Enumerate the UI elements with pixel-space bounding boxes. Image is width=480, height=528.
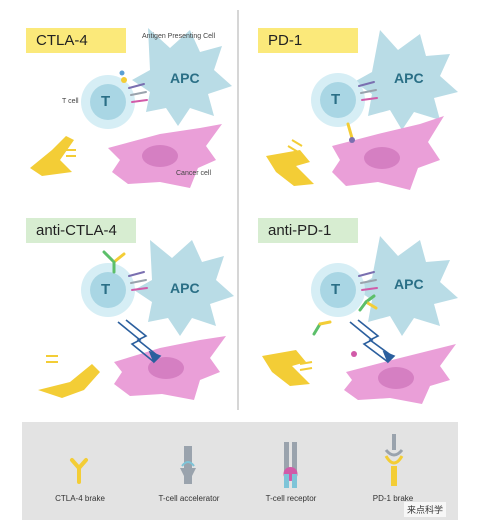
panel-title-ctla4: CTLA-4 (26, 28, 126, 53)
watermark: 来点科学 (404, 502, 447, 517)
t-cell-nucleus (90, 272, 126, 308)
pedal-connector-icon (299, 361, 313, 371)
panel-pd1 (266, 30, 458, 190)
t-cell-label: T (331, 91, 341, 108)
brake-pedal-icon (266, 150, 314, 186)
apc-cell (354, 30, 458, 130)
pedal-connector-icon (46, 355, 58, 363)
ctla4-brake-icon (70, 458, 88, 484)
t-cell-nucleus (320, 272, 356, 308)
pedal-connector-icon (287, 139, 303, 153)
legend-label-pd1-brake: PD-1 brake (372, 494, 414, 503)
apc-label: APC (394, 70, 424, 86)
tcell-receptor-icon (283, 442, 298, 488)
brake-pedal-icon (38, 364, 100, 398)
pd1-brake-icon (384, 434, 404, 486)
panel-title-pd1: PD-1 (258, 28, 358, 53)
receptor-cluster (346, 81, 378, 143)
antibody-icon (102, 250, 126, 274)
cancer-nucleus (148, 357, 184, 379)
antibody-icon (312, 294, 378, 336)
receptor-cluster (119, 70, 148, 103)
legend-label-tcell-receptor: T-cell receptor (265, 494, 317, 503)
t-cell-label: T (101, 93, 111, 110)
activation-arrows (117, 319, 162, 364)
receptor-cluster (128, 271, 148, 291)
apc-cell (354, 236, 458, 336)
tcell-accelerator-icon (180, 446, 196, 484)
t-cell-nucleus (90, 84, 126, 120)
brake-pedal-icon (30, 136, 74, 176)
ligand-dot (351, 351, 357, 357)
panel-ctla4 (30, 28, 232, 188)
panel-title-anti-ctla4: anti-CTLA-4 (26, 218, 136, 243)
panel-title-anti-pd1: anti-PD-1 (258, 218, 358, 243)
activation-arrows (349, 319, 396, 364)
apc-cell (134, 240, 234, 336)
cancer-nucleus (364, 147, 400, 169)
panel-anti-ctla4 (38, 240, 234, 400)
apc-cell (132, 28, 232, 126)
t-cell-label: T (101, 281, 111, 298)
panel-anti-pd1 (262, 236, 458, 404)
tcell-caption: T cell (62, 98, 79, 105)
apc-label: APC (170, 70, 200, 86)
t-cell-nucleus (320, 82, 356, 118)
apc-label: APC (394, 276, 424, 292)
t-cell-label: T (331, 281, 341, 298)
legend-box (22, 422, 458, 520)
receptor-cluster (358, 271, 378, 291)
cancer-nucleus (378, 367, 414, 389)
legend-label-tcell-accelerator: T-cell accelerator (158, 494, 220, 503)
cancer-nucleus (142, 145, 178, 167)
brake-pedal-icon (262, 350, 310, 386)
legend-label-ctla4-brake: CTLA-4 brake (55, 494, 105, 503)
apc-caption: Antigen Presenting Cell (142, 33, 216, 40)
pedal-connector-icon (66, 149, 76, 157)
cancer-caption: Cancer cell (176, 170, 212, 177)
apc-label: APC (170, 280, 200, 296)
